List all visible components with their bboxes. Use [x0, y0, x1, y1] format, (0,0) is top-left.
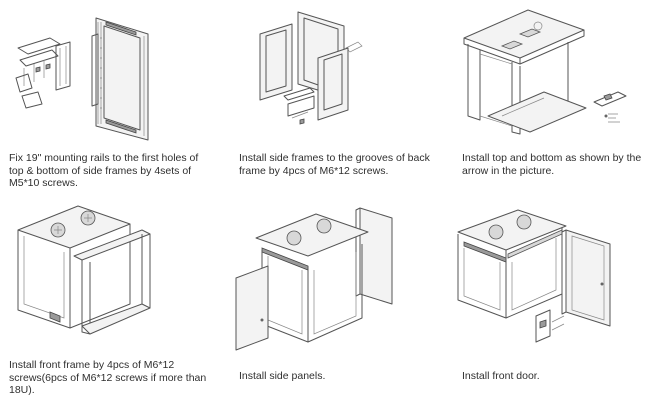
groove-detail	[283, 87, 315, 125]
step-2-caption: Install side frames to the grooves of ba…	[239, 152, 430, 177]
side-panel-right	[355, 207, 393, 305]
front-door	[561, 229, 611, 327]
mounting-rail-detail	[15, 37, 71, 109]
step-4-illustration	[12, 200, 162, 340]
door-hinge-detail	[535, 309, 565, 343]
step-3-caption: Install top and bottom as shown by the a…	[462, 152, 642, 177]
step-6-illustration	[452, 204, 627, 354]
cabinet-body	[255, 213, 369, 343]
step-2-illustration	[248, 8, 378, 133]
cabinet-body	[457, 209, 567, 319]
side-frame-right	[317, 47, 349, 121]
cabinet-top-panel	[463, 9, 585, 65]
front-frame	[73, 229, 151, 335]
side-frame	[91, 17, 149, 141]
step-5-illustration	[232, 204, 402, 356]
cabinet-bottom-panel	[487, 91, 587, 133]
cabinet-body	[17, 205, 131, 329]
screw-detail	[593, 91, 627, 123]
side-panel-left	[235, 265, 269, 351]
step-1-caption: Fix 19" mounting rails to the first hole…	[9, 152, 199, 189]
step-6-caption: Install front door.	[462, 370, 540, 382]
step-1-illustration	[8, 8, 158, 143]
step-5-caption: Install side panels.	[239, 370, 326, 382]
side-frame-left	[259, 23, 293, 101]
step-4-caption: Install front frame by 4pcs of M6*12 scr…	[9, 359, 207, 396]
step-3-illustration	[458, 4, 648, 139]
